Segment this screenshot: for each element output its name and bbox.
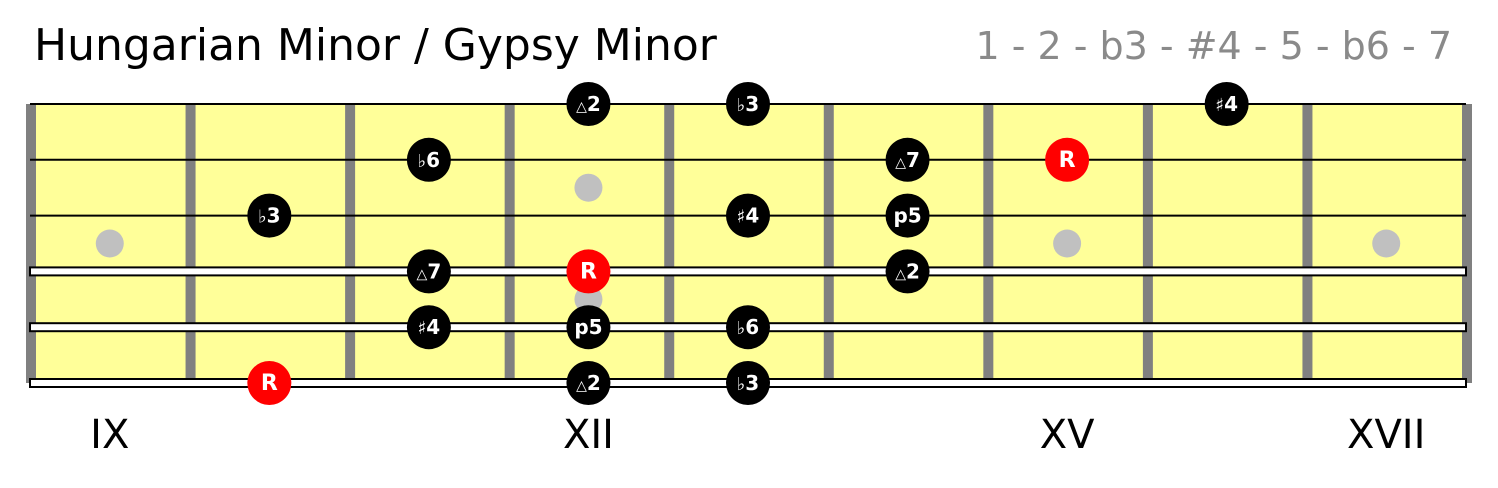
fret-wire <box>983 104 994 383</box>
note-label: p5 <box>574 315 602 339</box>
fret-wire <box>1302 104 1313 383</box>
scale-note-dot: ♭6 <box>406 137 451 182</box>
fret-wire <box>345 104 356 383</box>
fret-number-label: XVII <box>1347 412 1426 458</box>
diagram-title: Hungarian Minor / Gypsy Minor <box>34 20 717 71</box>
fret-wire <box>664 104 675 383</box>
note-label: △2 <box>576 371 601 395</box>
note-label: ♭6 <box>418 148 440 172</box>
note-label: R <box>261 371 278 396</box>
note-label: ♯4 <box>1215 92 1238 116</box>
fret-wire <box>504 104 515 383</box>
scale-note-dot: p5 <box>885 193 930 238</box>
note-label: ♯4 <box>418 315 441 339</box>
note-label: ♯4 <box>737 204 760 228</box>
fret-number-label: XV <box>1039 412 1095 458</box>
inlay-dot <box>574 173 603 202</box>
note-label: △2 <box>576 92 601 116</box>
note-label: ♭6 <box>737 315 759 339</box>
scale-note-dot: △2 <box>566 82 611 126</box>
scale-note-dot: p5 <box>566 305 611 350</box>
note-label: ♭3 <box>737 371 759 395</box>
note-label: R <box>1059 148 1076 173</box>
fret-wire <box>185 104 196 383</box>
root-note-dot: R <box>1045 137 1090 182</box>
fret-wire <box>1462 104 1472 383</box>
fret-number-label: IX <box>90 412 130 458</box>
scale-note-dot: △7 <box>406 249 451 294</box>
fret-number-label: XII <box>562 412 614 458</box>
fret-wire <box>26 104 36 383</box>
scale-note-dot: ♭3 <box>247 193 292 238</box>
fret-wire <box>1142 104 1153 383</box>
scale-note-dot: △2 <box>885 249 930 294</box>
inlay-dot <box>1053 229 1082 258</box>
note-label: △7 <box>417 259 442 283</box>
fret-wire <box>823 104 834 383</box>
scale-note-dot: ♯4 <box>1204 82 1249 126</box>
root-note-dot: R <box>566 249 611 294</box>
scale-note-dot: ♯4 <box>726 193 770 238</box>
note-label: p5 <box>893 204 921 228</box>
scale-note-dot: △2 <box>566 361 611 405</box>
wound-string-line <box>29 266 1467 277</box>
note-label: △7 <box>895 148 920 172</box>
scale-formula: 1 - 2 - b3 - #4 - 5 - b6 - 7 <box>975 24 1452 68</box>
scale-note-dot: △7 <box>885 137 930 182</box>
inlay-dot <box>574 285 603 314</box>
note-label: ♭3 <box>737 92 759 116</box>
inlay-dot <box>95 229 124 258</box>
scale-note-dot: ♯4 <box>406 305 451 350</box>
scale-note-dot: ♭3 <box>726 82 770 126</box>
note-label: R <box>580 259 597 284</box>
root-note-dot: R <box>247 361 292 405</box>
scale-note-dot: ♭3 <box>726 361 770 405</box>
note-label: △2 <box>895 259 920 283</box>
inlay-dot <box>1372 229 1401 258</box>
note-label: ♭3 <box>258 204 280 228</box>
scale-note-dot: ♭6 <box>726 305 770 350</box>
